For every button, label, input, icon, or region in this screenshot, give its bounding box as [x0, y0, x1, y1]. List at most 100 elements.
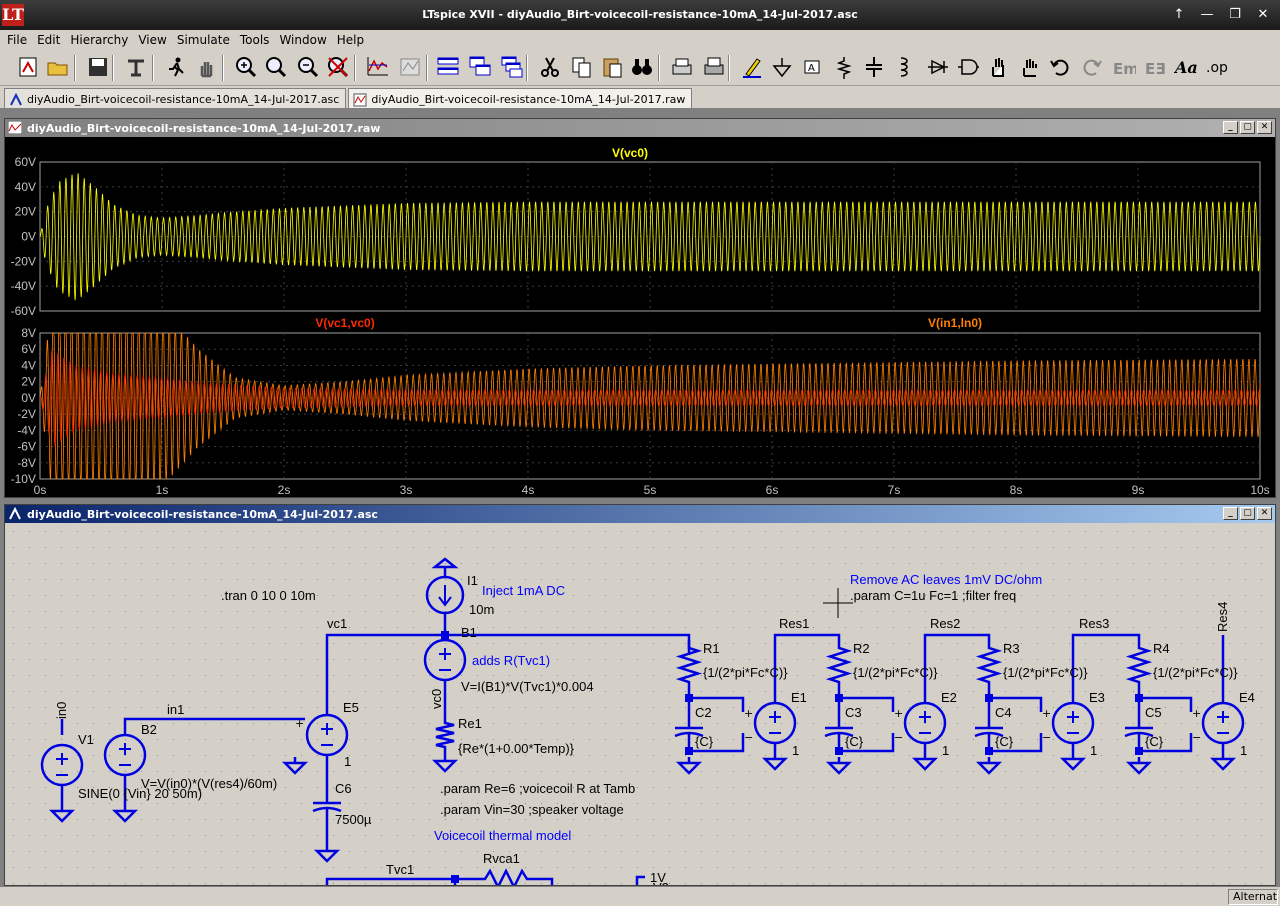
grid-dot — [733, 755, 734, 756]
grid-dot — [1021, 771, 1022, 772]
menu-view[interactable]: View — [138, 33, 167, 47]
grid-dot — [669, 755, 670, 756]
close-button[interactable]: ✕ — [1257, 121, 1272, 134]
grid-dot — [813, 787, 814, 788]
grid-dot — [429, 755, 430, 756]
restore-button[interactable]: ▢ — [1240, 121, 1255, 134]
schematic-window-titlebar[interactable]: diyAudio_Birt-voicecoil-resistance-10mA_… — [5, 505, 1275, 523]
keep-above-button[interactable]: ↑ — [1173, 7, 1185, 22]
rotate-button[interactable]: Em — [1110, 53, 1138, 81]
trace-label-vc0[interactable]: V(vc0) — [612, 146, 648, 160]
zoom-out-button[interactable] — [294, 53, 322, 81]
tab-waveform[interactable]: diyAudio_Birt-voicecoil-resistance-10mA_… — [348, 88, 693, 108]
halt-button[interactable] — [192, 53, 220, 81]
inductor-button[interactable] — [890, 53, 918, 81]
grid-dot — [813, 771, 814, 772]
grid-dot — [13, 675, 14, 676]
grid-dot — [605, 595, 606, 596]
redo-button[interactable] — [1078, 53, 1106, 81]
capacitor-button[interactable] — [860, 53, 888, 81]
grid-dot — [445, 803, 446, 804]
new-schematic-button[interactable] — [14, 53, 42, 81]
text-button[interactable]: Aa — [1172, 53, 1200, 81]
waveform-plot[interactable]: 60V40V20V0V-20V-40V-60V8V6V4V2V0V-2V-4V-… — [5, 137, 1275, 497]
resistor-button[interactable] — [830, 53, 858, 81]
minimize-button[interactable]: _ — [1223, 507, 1238, 520]
waveform-window[interactable]: diyAudio_Birt-voicecoil-resistance-10mA_… — [4, 118, 1276, 498]
menu-file[interactable]: File — [7, 33, 28, 47]
grid-dot — [461, 627, 462, 628]
grid-dot — [237, 739, 238, 740]
print-setup-button[interactable] — [700, 53, 728, 81]
grid-dot — [813, 643, 814, 644]
tab-schematic[interactable]: diyAudio_Birt-voicecoil-resistance-10mA_… — [4, 88, 347, 108]
grid-dot — [1213, 627, 1214, 628]
drag-button[interactable] — [1016, 53, 1044, 81]
autorange-button[interactable] — [364, 53, 392, 81]
zoom-in-button[interactable] — [232, 53, 260, 81]
grid-dot — [365, 691, 366, 692]
save-button[interactable] — [84, 53, 112, 81]
grid-dot — [653, 579, 654, 580]
undo-button[interactable] — [1046, 53, 1074, 81]
menu-tools[interactable]: Tools — [239, 33, 270, 47]
close-button[interactable]: ✕ — [1257, 507, 1272, 520]
grid-dot — [173, 643, 174, 644]
find-button[interactable] — [628, 53, 656, 81]
tile-vertical-button[interactable] — [498, 53, 526, 81]
grid-dot — [1069, 787, 1070, 788]
menu-window[interactable]: Window — [279, 33, 327, 47]
grid-dot — [589, 851, 590, 852]
restore-button[interactable]: ▢ — [1240, 507, 1255, 520]
grid-dot — [253, 579, 254, 580]
grid-dot — [1197, 627, 1198, 628]
label-net-button[interactable]: A — [798, 53, 826, 81]
grid-dot — [45, 691, 46, 692]
diode-button[interactable] — [924, 53, 952, 81]
trace-label-vc1-vc0[interactable]: V(vc1,vc0) — [315, 316, 374, 330]
open-button[interactable] — [44, 53, 72, 81]
cut-button[interactable] — [536, 53, 564, 81]
copy-button[interactable] — [568, 53, 596, 81]
maximize-button[interactable]: ❐ — [1229, 7, 1241, 22]
schematic-window[interactable]: diyAudio_Birt-voicecoil-resistance-10mA_… — [4, 504, 1276, 886]
paste-button[interactable] — [598, 53, 626, 81]
spice-directive-button[interactable]: .op — [1204, 53, 1232, 81]
waveform-window-titlebar[interactable]: diyAudio_Birt-voicecoil-resistance-10mA_… — [5, 119, 1275, 137]
minimize-button[interactable]: — — [1200, 7, 1214, 22]
cascade-button[interactable] — [466, 53, 494, 81]
grid-dot — [1181, 643, 1182, 644]
ground-button[interactable] — [768, 53, 796, 81]
grid-dot — [1181, 627, 1182, 628]
grid-dot — [1197, 851, 1198, 852]
run-button[interactable] — [162, 53, 190, 81]
component-button[interactable] — [954, 53, 982, 81]
grid-dot — [621, 739, 622, 740]
grid-dot — [669, 883, 670, 884]
menu-help[interactable]: Help — [336, 33, 365, 47]
grid-dot — [797, 883, 798, 884]
tile-horizontal-button[interactable] — [434, 53, 462, 81]
grid-dot — [541, 579, 542, 580]
move-button[interactable] — [984, 53, 1012, 81]
draw-wire-button[interactable] — [738, 53, 766, 81]
grid-dot — [13, 563, 14, 564]
menu-hierarchy[interactable]: Hierarchy — [70, 33, 129, 47]
menu-edit[interactable]: Edit — [37, 33, 61, 47]
grid-dot — [1021, 627, 1022, 628]
zoom-fit-button[interactable] — [324, 53, 352, 81]
grid-dot — [381, 643, 382, 644]
print-button[interactable] — [668, 53, 696, 81]
close-button[interactable]: ✕ — [1257, 7, 1269, 22]
grid-dot — [237, 755, 238, 756]
grid-dot — [605, 707, 606, 708]
trace-label-in1-ln0[interactable]: V(in1,ln0) — [928, 316, 982, 330]
delete-plot-button[interactable] — [396, 53, 424, 81]
control-panel-button[interactable] — [122, 53, 150, 81]
minimize-button[interactable]: _ — [1223, 121, 1238, 134]
zoom-pan-button[interactable] — [262, 53, 290, 81]
grid-dot — [1101, 867, 1102, 868]
menu-simulate[interactable]: Simulate — [176, 33, 230, 47]
